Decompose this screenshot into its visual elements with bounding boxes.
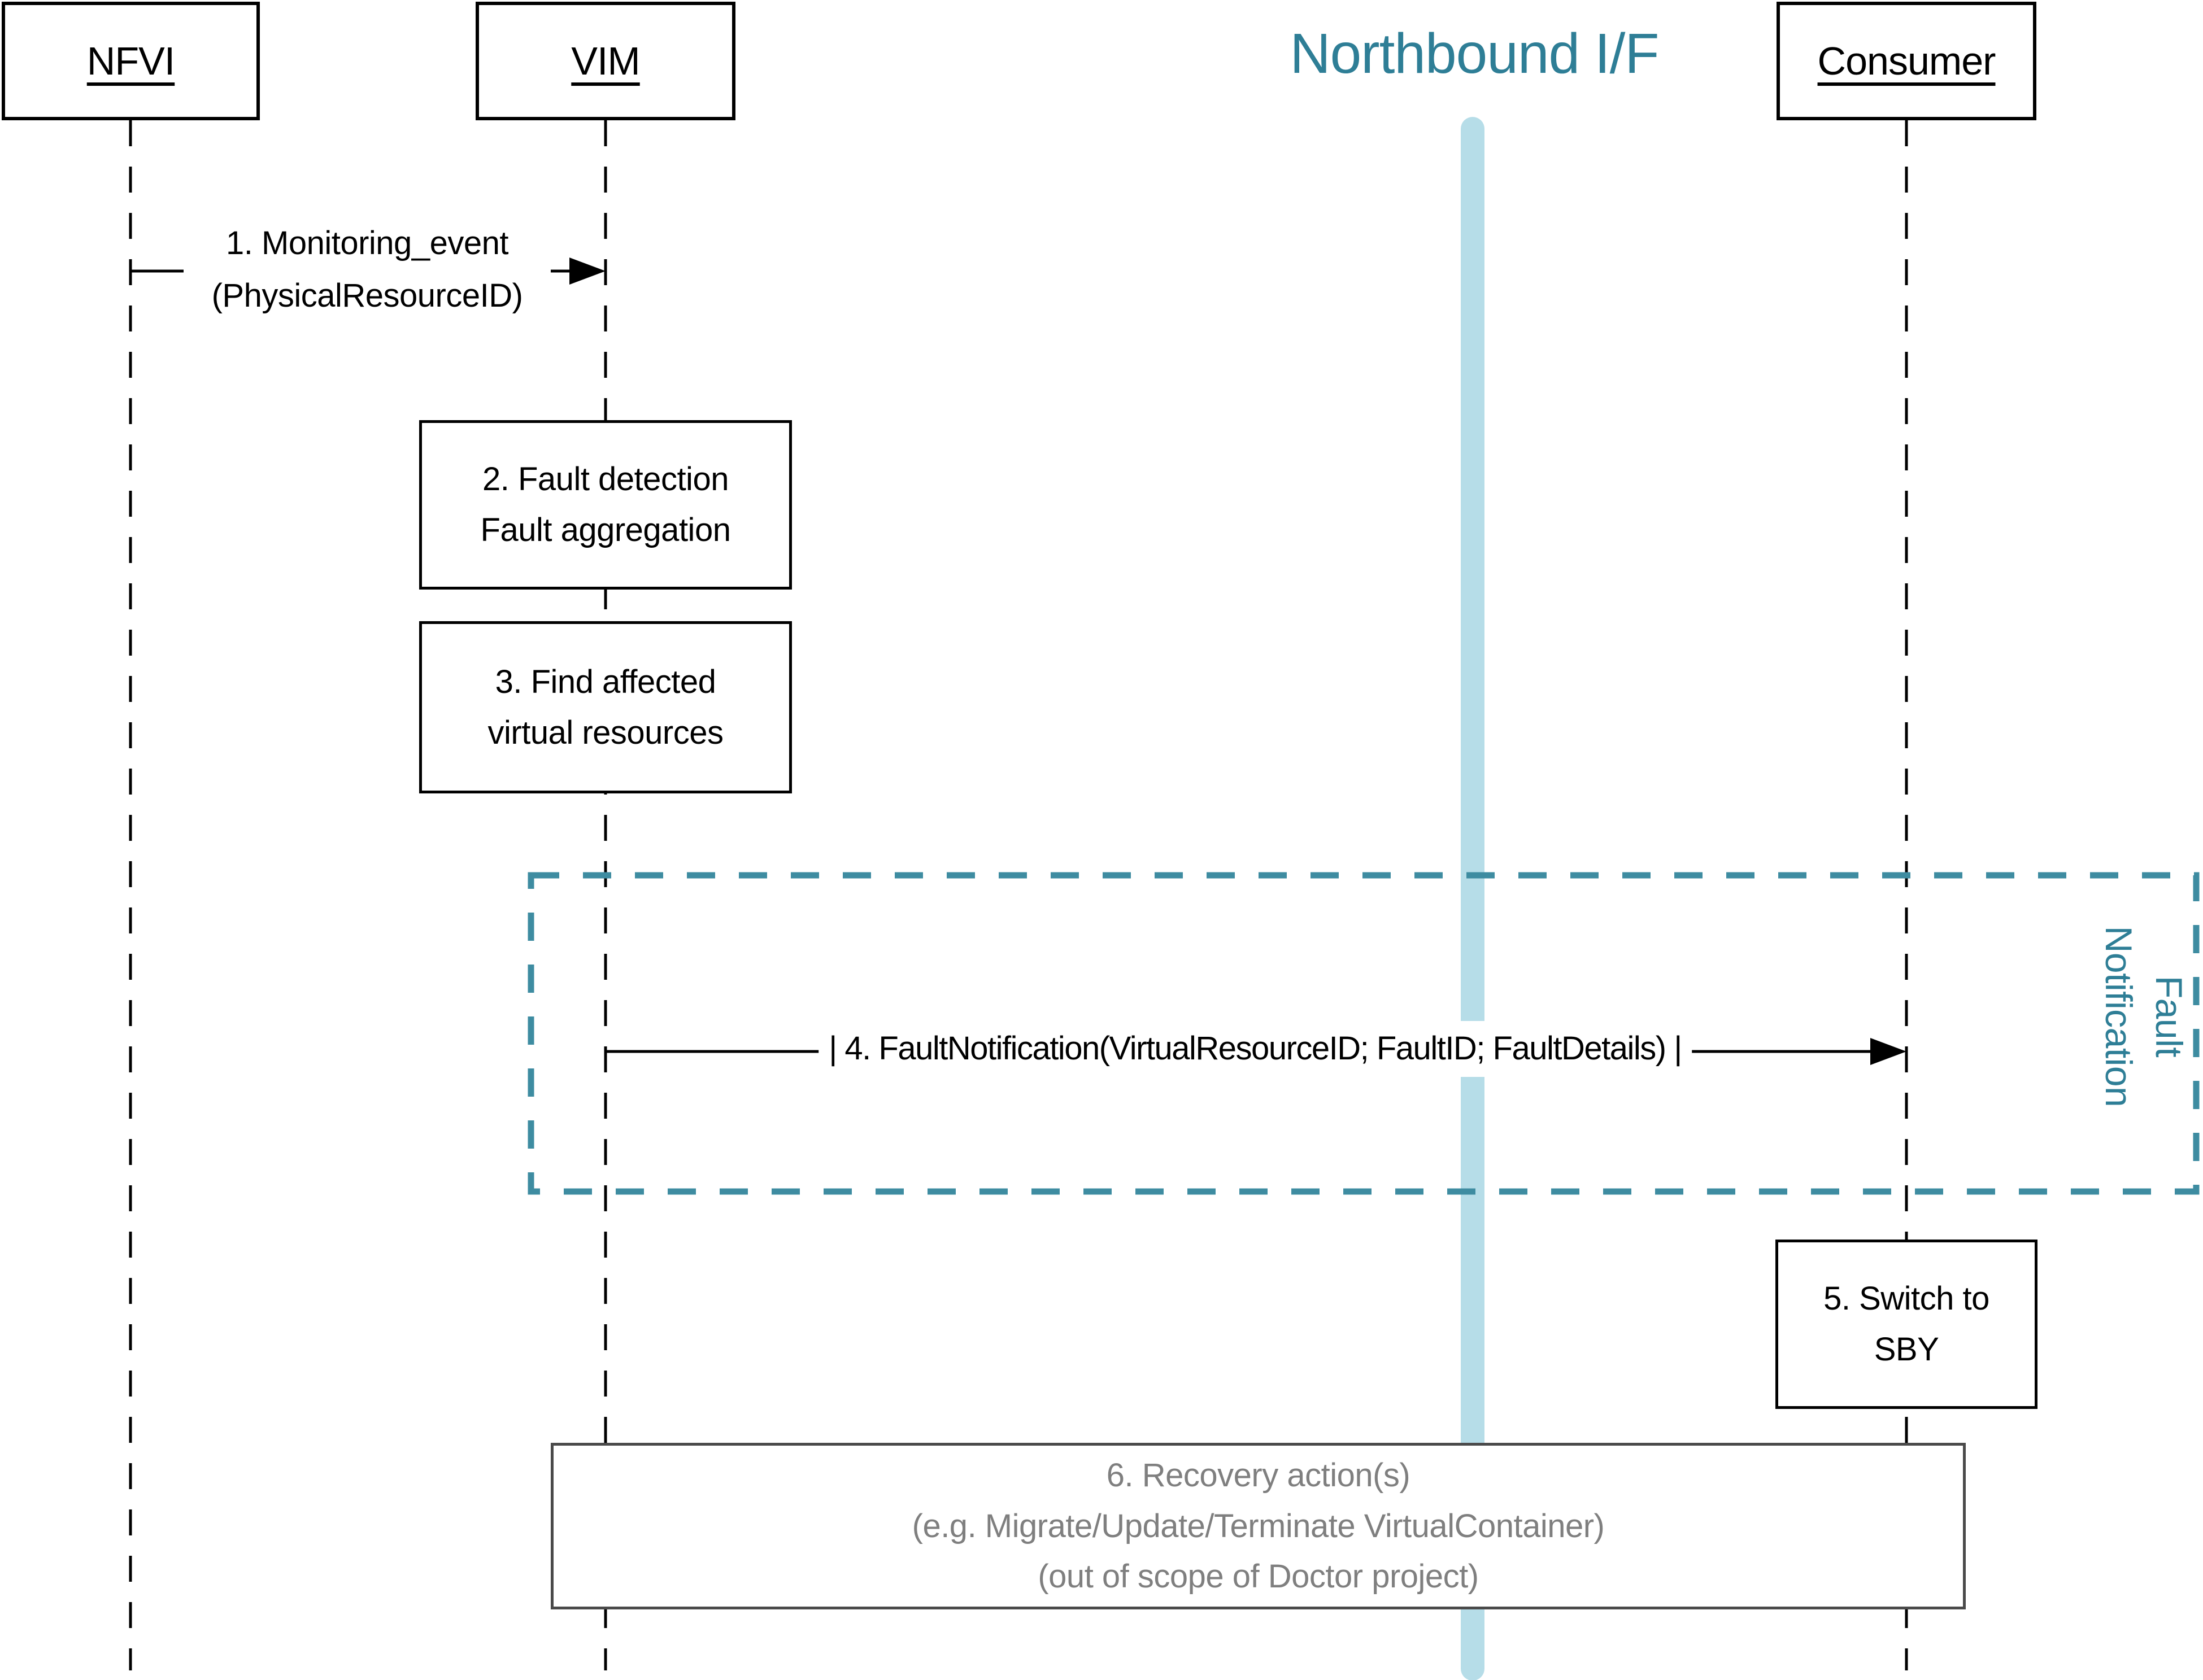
- step2-line2: Fault aggregation: [480, 512, 731, 548]
- msg1-label-line2: (PhysicalResourceID): [211, 277, 523, 314]
- actor-label-nfvi: NFVI: [86, 39, 175, 83]
- msg1-arrowhead: [569, 258, 606, 285]
- step2-line1: 2. Fault detection: [482, 461, 729, 498]
- actor-box-nfvi: NFVI: [2, 2, 260, 120]
- fault-notification-group-frame: [528, 872, 2200, 1195]
- step3-box: 3. Find affected virtual resources: [419, 621, 792, 793]
- step5-line1: 5. Switch to: [1823, 1280, 1989, 1317]
- step6-box: 6. Recovery action(s) (e.g. Migrate/Upda…: [551, 1443, 1966, 1609]
- msg4-label: | 4. FaultNotification(VirtualResourceID…: [818, 1021, 1692, 1077]
- fault-notification-line2: Notification: [2098, 926, 2140, 1107]
- step6-line3: (out of scope of Doctor project): [1038, 1558, 1479, 1595]
- fault-notification-group-label: Fault Notification: [2093, 926, 2194, 1107]
- step5-line2: SBY: [1874, 1331, 1939, 1368]
- msg1-label-line1: 1. Monitoring_event: [226, 225, 508, 261]
- msg1-label: 1. Monitoring_event (PhysicalResourceID): [184, 217, 551, 322]
- actor-label-consumer: Consumer: [1817, 39, 1996, 83]
- step6-line2: (e.g. Migrate/Update/Terminate VirtualCo…: [912, 1507, 1605, 1544]
- actor-label-vim: VIM: [571, 39, 640, 83]
- step3-line2: virtual resources: [487, 714, 724, 751]
- step6-line1: 6. Recovery action(s): [1106, 1456, 1410, 1494]
- actor-box-vim: VIM: [476, 2, 735, 120]
- northbound-interface-title: Northbound I/F: [1290, 22, 1659, 85]
- msg4-arrowhead: [1870, 1038, 1906, 1065]
- step2-box: 2. Fault detection Fault aggregation: [419, 420, 792, 590]
- step3-line1: 3. Find affected: [495, 663, 716, 700]
- actor-box-consumer: Consumer: [1777, 2, 2036, 120]
- fault-notification-line1: Fault: [2148, 975, 2191, 1058]
- step5-box: 5. Switch to SBY: [1775, 1240, 2037, 1409]
